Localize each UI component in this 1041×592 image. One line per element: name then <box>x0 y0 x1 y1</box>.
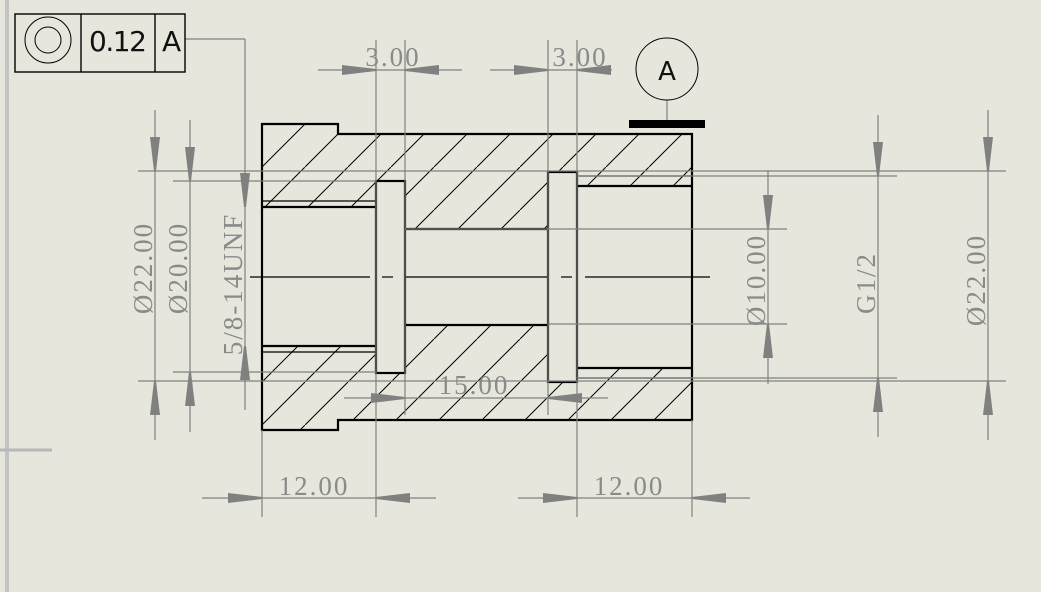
arrowhead <box>548 393 582 403</box>
arrowhead <box>150 137 160 171</box>
arrowhead <box>873 142 883 176</box>
arrowhead <box>228 493 262 503</box>
datum-reference: A <box>162 25 181 58</box>
arrowhead <box>763 195 773 229</box>
arrowhead <box>405 65 439 75</box>
dim-bore-diameter: Ø10.00 <box>741 234 771 326</box>
dim-thread-left: 5/8-14UNF <box>218 213 248 356</box>
arrowhead <box>983 137 993 171</box>
dim-length-right: 12.00 <box>594 471 665 501</box>
dim-length-left: 12.00 <box>279 471 350 501</box>
arrowhead <box>342 65 376 75</box>
arrowhead <box>692 493 726 503</box>
arrowhead <box>763 324 773 358</box>
datum-symbol: A <box>629 37 705 128</box>
concentricity-icon <box>24 16 72 64</box>
dim-center-length: 15.00 <box>439 370 510 400</box>
dim-outer-diameter-left: Ø22.00 <box>128 222 158 314</box>
sheet-border <box>5 0 9 592</box>
arrowhead <box>371 393 405 403</box>
tolerance-value: 0.12 <box>89 25 147 58</box>
arrowhead <box>873 378 883 412</box>
arrowhead <box>543 493 577 503</box>
arrowhead <box>376 493 410 503</box>
arrowhead <box>185 147 195 181</box>
arrowhead <box>185 372 195 406</box>
feature-control-frame: 0.12 A <box>14 13 186 73</box>
dim-outer-diameter-right: Ø22.00 <box>961 234 991 326</box>
dim-thread-right: G1/2 <box>851 252 881 314</box>
dim-groove-width-left: 3.00 <box>365 42 420 72</box>
dim-diameter-20: Ø20.00 <box>163 222 193 314</box>
part-section <box>250 122 710 432</box>
datum-label: A <box>658 57 676 87</box>
arrowhead <box>983 381 993 415</box>
bore-lines <box>262 170 692 384</box>
arrowhead <box>514 65 548 75</box>
arrowhead <box>150 381 160 415</box>
arrowhead <box>577 65 611 75</box>
dimension-arrows <box>150 65 993 503</box>
arrowhead <box>240 173 250 207</box>
dim-groove-width-right: 3.00 <box>552 42 607 72</box>
arrowhead <box>240 346 250 380</box>
